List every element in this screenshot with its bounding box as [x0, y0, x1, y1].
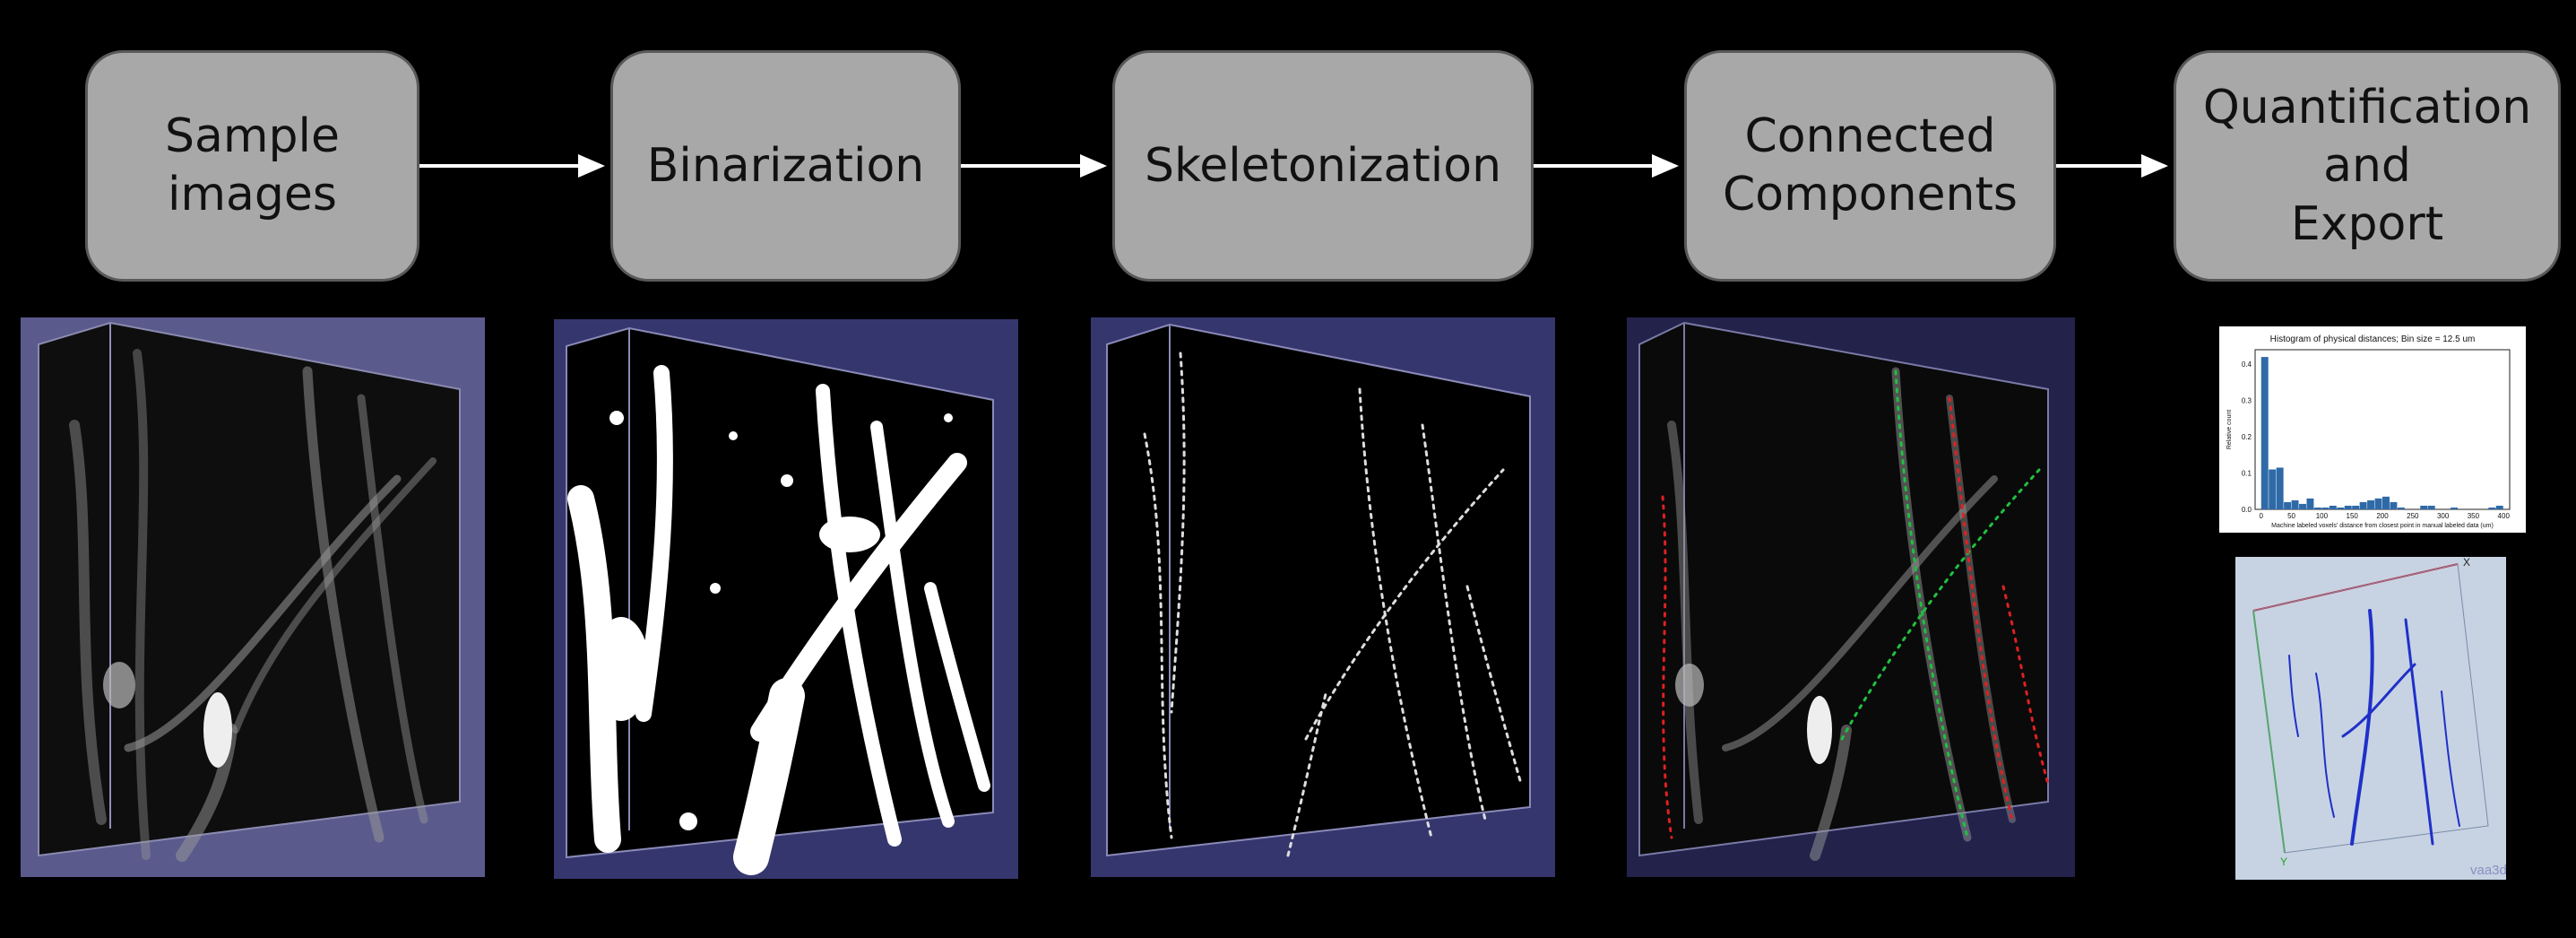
histogram-plot-frame	[2254, 349, 2511, 510]
histogram-bar	[2306, 498, 2314, 509]
histogram-xtick-label: 200	[2376, 512, 2389, 520]
vaa3d-render-panel: X Y vaa3d	[2235, 557, 2506, 880]
histogram-xtick-label: 100	[2316, 512, 2329, 520]
histogram-xtick-label: 400	[2498, 512, 2511, 520]
histogram-xtick-label: 50	[2287, 512, 2295, 520]
vaa3d-watermark: vaa3d	[2470, 863, 2506, 878]
histogram-bar	[2260, 357, 2269, 509]
histogram-bar	[2382, 496, 2390, 509]
histogram-bar	[2329, 505, 2337, 509]
histogram-bar	[2420, 505, 2428, 509]
arrow-skeletonization-to-components	[1534, 154, 1679, 178]
histogram-xlabel: Machine labeled voxels' distance from cl…	[2271, 523, 2494, 529]
skeletonization-panel	[1091, 317, 1555, 877]
axis-x-label: X	[2463, 557, 2470, 569]
histogram-bar	[2337, 507, 2345, 509]
arrow-binarization-to-skeletonization	[961, 154, 1107, 178]
histogram-bar	[2367, 499, 2375, 509]
histogram-bar	[2276, 467, 2284, 509]
histogram-title: Histogram of physical distances; Bin siz…	[2270, 334, 2476, 344]
histogram-bar	[2359, 501, 2367, 509]
histogram-xtick-label: 150	[2347, 512, 2359, 520]
histogram-ytick-label: 0.2	[2242, 433, 2252, 441]
histogram-bar	[2299, 503, 2306, 509]
histogram-bar	[2321, 507, 2330, 509]
connected-components-panel	[1627, 317, 2075, 877]
histogram-xtick-label: 0	[2260, 512, 2264, 520]
histogram-ytick-label: 0.0	[2242, 506, 2252, 514]
axis-y-label: Y	[2280, 855, 2287, 868]
histogram-bar	[2451, 507, 2459, 509]
histogram-bar	[2313, 507, 2321, 509]
histogram-panel: Histogram of physical distances; Bin siz…	[2219, 326, 2526, 533]
sample-image-panel	[21, 317, 485, 877]
stage-binarization: Binarization	[610, 50, 961, 282]
histogram-bar	[2397, 507, 2405, 509]
histogram-xtick-label: 300	[2437, 512, 2450, 520]
histogram-ylabel: Relative count	[2226, 410, 2233, 449]
histogram-bar	[2269, 469, 2277, 509]
stage-connected-components: Connected Components	[1684, 50, 2056, 282]
stage-quantification-export: Quantification and Export	[2174, 50, 2561, 282]
histogram-ytick-label: 0.1	[2242, 470, 2252, 478]
histogram-bar	[2291, 499, 2299, 509]
arrow-components-to-quantification	[2056, 154, 2168, 178]
histogram-bar	[2427, 505, 2435, 509]
histogram-xtick-label: 250	[2407, 512, 2419, 520]
histogram-ytick-label: 0.4	[2242, 360, 2252, 369]
stage-sample-images: Sample images	[85, 50, 419, 282]
histogram-bar	[2390, 501, 2398, 509]
arrow-sample-to-binarization	[419, 154, 605, 178]
histogram-xtick-label: 350	[2468, 512, 2480, 520]
histogram-bar	[2284, 501, 2292, 509]
histogram-bar	[2488, 507, 2496, 509]
histogram-ytick-label: 0.3	[2242, 397, 2252, 405]
histogram-bar	[2495, 505, 2503, 509]
histogram-bar	[2344, 505, 2352, 509]
histogram-bar	[2374, 498, 2382, 509]
binarization-panel	[554, 319, 1018, 879]
stage-skeletonization: Skeletonization	[1112, 50, 1534, 282]
histogram-bar	[2352, 505, 2360, 509]
